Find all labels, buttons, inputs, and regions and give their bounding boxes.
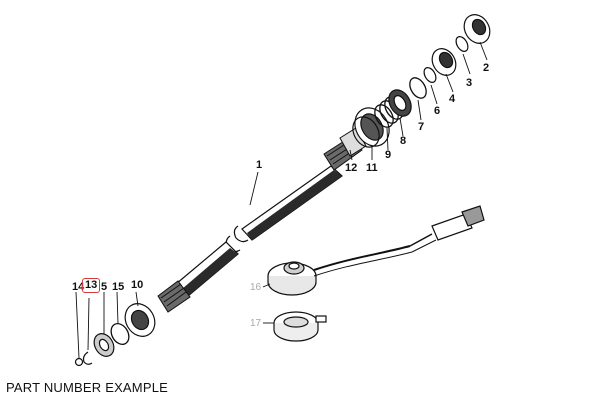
part-13-clip — [82, 351, 93, 365]
callout-17: 17 — [250, 318, 262, 329]
part-6-washer — [423, 67, 437, 83]
part-5-collar — [93, 333, 115, 357]
part-3-washer — [455, 36, 469, 52]
part-11-bearing-housing — [352, 107, 390, 148]
caption: PART NUMBER EXAMPLE — [6, 380, 169, 395]
part-14-screw — [74, 357, 84, 367]
callout-11: 11 — [366, 162, 378, 174]
leader-lines — [75, 41, 488, 359]
part-4-nut — [431, 48, 457, 76]
shaft-lower — [175, 241, 239, 297]
callout-15: 15 — [112, 281, 125, 293]
callout-3: 3 — [466, 77, 473, 89]
part-7-ring — [409, 77, 427, 99]
callout-9: 9 — [385, 149, 392, 161]
callout-8: 8 — [400, 135, 407, 147]
part-10-bearing — [124, 303, 156, 337]
part-8-bearing — [388, 89, 412, 117]
shaft-spline-lower — [157, 280, 191, 313]
callout-13-highlighted: 13 — [82, 278, 101, 293]
part-17-contact-ring — [273, 311, 327, 342]
part-15-ring — [110, 323, 130, 345]
callout-12: 12 — [345, 162, 358, 174]
callout-7: 7 — [418, 121, 425, 133]
part-16-horn-contact — [267, 205, 485, 296]
callout-2: 2 — [483, 62, 490, 74]
callout-5: 5 — [101, 281, 108, 293]
callout-10: 10 — [131, 279, 144, 291]
part-2-cap-nut — [463, 14, 491, 44]
shaft-upper — [241, 165, 343, 241]
callout-6: 6 — [434, 105, 441, 117]
callout-4: 4 — [449, 93, 456, 105]
callout-14: 14 — [72, 281, 85, 293]
callout-1: 1 — [256, 159, 263, 171]
callout-16: 16 — [250, 282, 262, 293]
